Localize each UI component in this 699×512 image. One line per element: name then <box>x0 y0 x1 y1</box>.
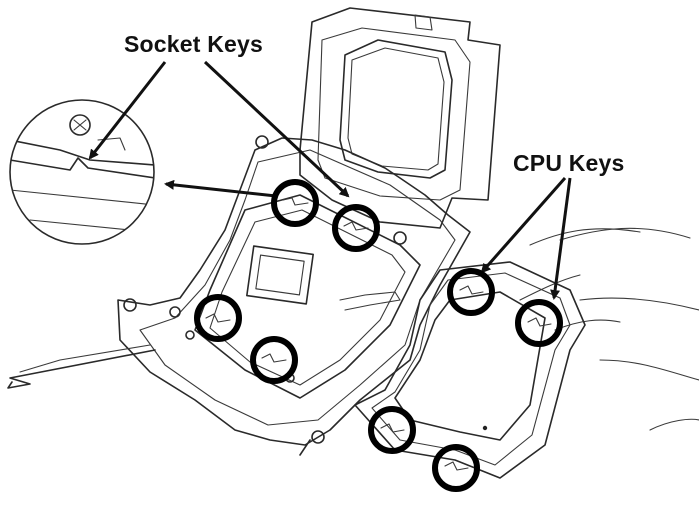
arrow-to-cpu-key-left <box>480 177 567 274</box>
cpu-key-ring-1 <box>447 268 495 316</box>
arrow-zoom-link <box>164 179 277 198</box>
arrow-to-socket-key-right <box>203 60 350 198</box>
hand <box>519 227 699 431</box>
load-plate <box>299 7 501 229</box>
cpu-key-ring-2 <box>515 299 563 347</box>
cpu-key-ring-3 <box>368 406 416 454</box>
socket-keys-label: Socket Keys <box>124 31 263 57</box>
zoom-detail <box>9 99 155 245</box>
socket-key-ring-4 <box>250 336 298 384</box>
arrow-to-zoom-detail <box>88 61 167 160</box>
socket-key-rings <box>194 179 380 384</box>
socket-key-ring-2 <box>332 204 380 252</box>
cpu-package <box>354 261 586 479</box>
key-notch-marks <box>205 197 552 471</box>
cpu-key-rings <box>368 268 563 492</box>
cpu-key-ring-4 <box>432 444 480 492</box>
socket-key-ring-3 <box>194 294 242 342</box>
socket-key-arrows <box>88 60 350 198</box>
arrow-to-cpu-key-right <box>550 177 572 300</box>
socket-key-ring-1 <box>271 179 319 227</box>
cpu-key-arrows <box>480 177 572 300</box>
cpu-keys-label: CPU Keys <box>513 150 625 176</box>
